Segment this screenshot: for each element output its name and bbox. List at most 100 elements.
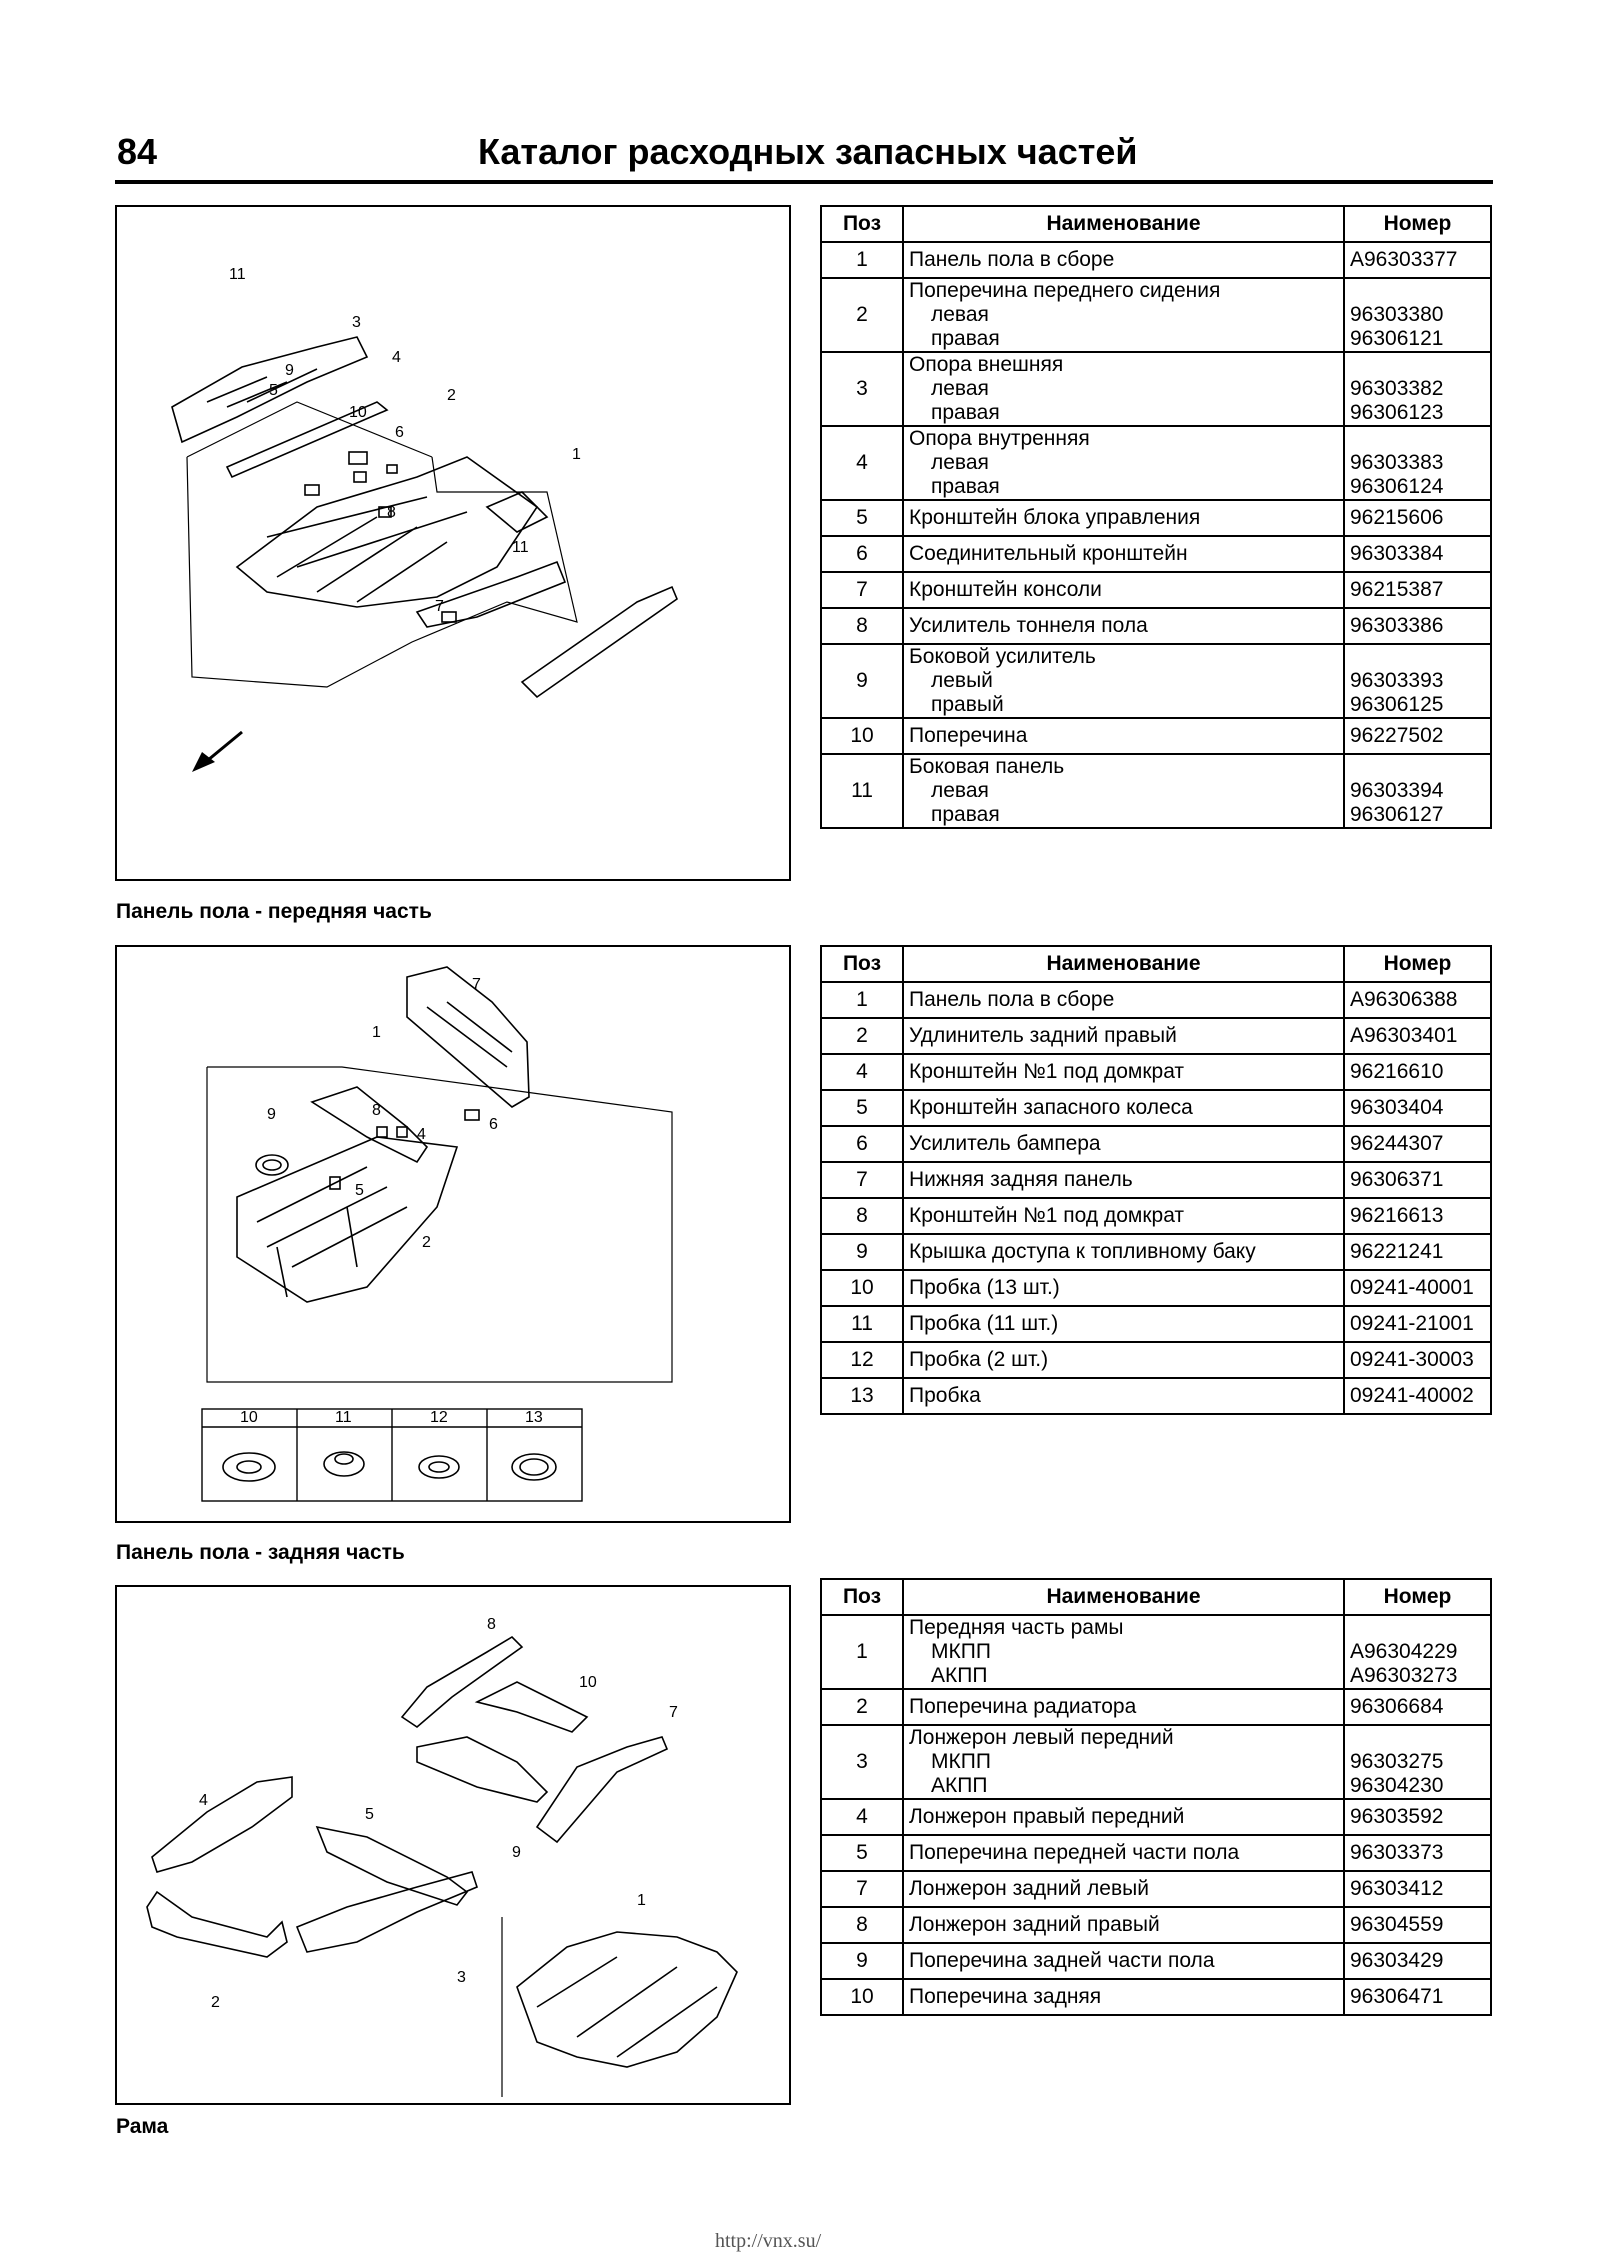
row-number: 96304559: [1343, 1906, 1492, 1944]
row-name: Кронштейн блока управления: [902, 499, 1345, 537]
plug-label: 12: [430, 1409, 448, 1426]
row-number: 96215387: [1343, 571, 1492, 609]
row-pos: 7: [820, 571, 904, 609]
callout-label: 10: [349, 404, 367, 421]
row-name: Кронштейн консоли: [902, 571, 1345, 609]
row-pos: 5: [820, 1834, 904, 1872]
row-number: 96303404: [1343, 1089, 1492, 1127]
callout-label: 5: [355, 1182, 364, 1199]
row-pos: 5: [820, 499, 904, 537]
row-pos: 4: [820, 1798, 904, 1836]
row-name: Панель пола в сборе: [902, 241, 1345, 279]
row-name: Поперечина переднего сидения: [909, 279, 1221, 302]
row-name: Опора внешняя: [909, 353, 1064, 376]
row-pos: 1: [820, 1614, 904, 1690]
row-number: 09241-40002: [1343, 1377, 1492, 1415]
row-pos: 12: [820, 1341, 904, 1379]
callout-label: 5: [365, 1806, 374, 1823]
row-pos: 8: [820, 1906, 904, 1944]
table-header-row: Поз Наименование Номер: [820, 1578, 1492, 1616]
row-name: Боковая панель: [909, 755, 1065, 778]
row-name: Поперечина задняя: [902, 1978, 1345, 2016]
plug-label: 10: [240, 1409, 258, 1426]
callout-label: 3: [457, 1969, 466, 1986]
row-variant: МКПП: [931, 1750, 991, 1773]
row-number: 96304230: [1350, 1774, 1444, 1797]
table-header-row: Поз Наименование Номер: [820, 945, 1492, 983]
col-header-pos: Поз: [820, 1578, 904, 1616]
row-number: 96216613: [1343, 1197, 1492, 1235]
callout-label: 10: [579, 1674, 597, 1691]
col-header-name: Наименование: [902, 205, 1345, 243]
row-number: 96303386: [1343, 607, 1492, 645]
callout-label: 1: [637, 1892, 646, 1909]
row-name: Пробка: [902, 1377, 1345, 1415]
row-number: 96227502: [1343, 717, 1492, 755]
row-name: Опора внутренняя: [909, 427, 1090, 450]
row-pos: 8: [820, 607, 904, 645]
callout-label: 4: [392, 349, 401, 366]
callout-label: 9: [285, 362, 294, 379]
diagram-frame: 8 10 7 9 4 5 1 3 2: [115, 1585, 791, 2105]
callout-label: 1: [372, 1024, 381, 1041]
row-number: 96303412: [1343, 1870, 1492, 1908]
row-variant: левый: [931, 669, 993, 692]
row-number: A96303401: [1343, 1017, 1492, 1055]
row-number: 96303380: [1350, 303, 1444, 326]
row-pos: 4: [820, 1053, 904, 1091]
row-name: Поперечина задней части пола: [902, 1942, 1345, 1980]
row-number: 96221241: [1343, 1233, 1492, 1271]
row-number: A96306388: [1343, 981, 1492, 1019]
row-pos: 4: [820, 425, 904, 501]
row-name: Поперечина радиатора: [902, 1688, 1345, 1726]
col-header-name: Наименование: [902, 1578, 1345, 1616]
row-variant: левая: [931, 303, 989, 326]
row-number: 96303373: [1343, 1834, 1492, 1872]
callout-label: 8: [387, 504, 396, 521]
row-name: Пробка (2 шт.): [902, 1341, 1345, 1379]
row-pos: 11: [820, 753, 904, 829]
row-number: A96303377: [1343, 241, 1492, 279]
row-pos: 8: [820, 1197, 904, 1235]
row-variant: правая: [931, 327, 1000, 350]
col-header-number: Номер: [1343, 945, 1492, 983]
row-number: 96216610: [1343, 1053, 1492, 1091]
row-number: 96215606: [1343, 499, 1492, 537]
row-name: Пробка (13 шт.): [902, 1269, 1345, 1307]
callout-label: 4: [417, 1126, 426, 1143]
callout-label: 2: [422, 1234, 431, 1251]
row-variant: правая: [931, 803, 1000, 826]
row-number: 09241-40001: [1343, 1269, 1492, 1307]
row-number: 96303384: [1343, 535, 1492, 573]
plug-label: 13: [525, 1409, 543, 1426]
callout-label: 11: [229, 266, 246, 283]
table-header-row: Поз Наименование Номер: [820, 205, 1492, 243]
callout-label: 5: [269, 382, 278, 399]
row-name: Нижняя задняя панель: [902, 1161, 1345, 1199]
rear-floor-panel-drawing: 1 7 8 4 6 9 5 2 10 11 12 13: [201, 966, 673, 1502]
row-number: 96306121: [1350, 327, 1444, 350]
col-header-number: Номер: [1343, 205, 1492, 243]
row-pos: 3: [820, 1724, 904, 1800]
footer-url: http://vnx.su/: [715, 2230, 822, 2252]
row-variant: АКПП: [931, 1774, 988, 1797]
row-name: Кронштейн запасного колеса: [902, 1089, 1345, 1127]
